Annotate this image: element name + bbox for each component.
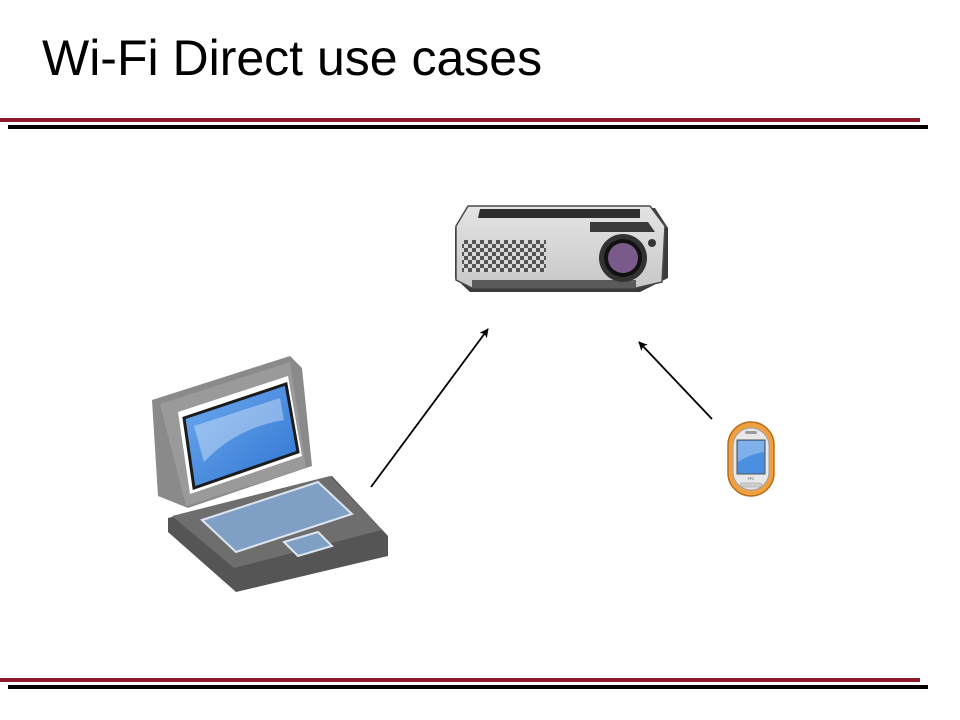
arrow-laptop-to-projector xyxy=(370,328,489,488)
pda-brand-label: PPC xyxy=(748,477,755,481)
slide-title: Wi-Fi Direct use cases xyxy=(42,30,543,86)
footer-divider-black-line xyxy=(8,685,928,689)
projector-icon xyxy=(455,205,668,292)
arrow-pda-to-projector xyxy=(638,341,713,420)
footer-divider-maroon-line xyxy=(0,678,920,682)
title-divider-maroon-line xyxy=(0,118,920,122)
pda-phone-icon: PPC xyxy=(727,421,775,497)
laptop-icon xyxy=(152,356,388,592)
title-divider-black-line xyxy=(8,125,928,129)
